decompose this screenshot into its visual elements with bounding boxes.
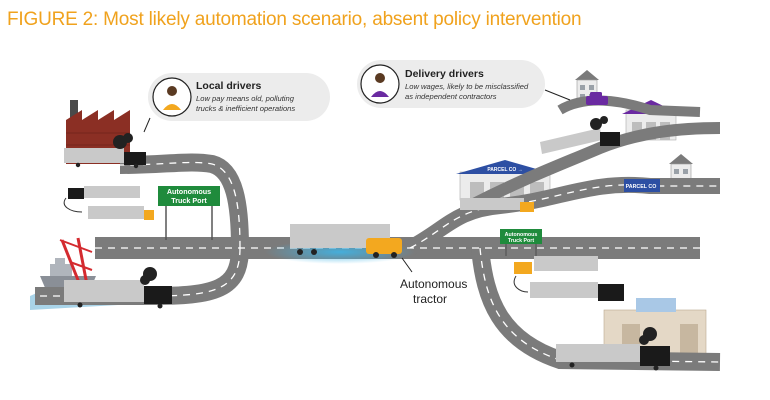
figure-title: FIGURE 2: Most likely automation scenari…	[7, 9, 582, 30]
truck-factory	[64, 133, 146, 169]
truck-right-upper	[514, 256, 598, 274]
truck-parcel	[460, 198, 534, 212]
sign-left-line2: Truck Port	[171, 196, 207, 205]
callout-local-drivers: Local drivers Low pay means old, polluti…	[143, 73, 330, 133]
tractor-label-line1: Autonomous	[400, 277, 467, 291]
truck-upper-delivery	[540, 116, 620, 154]
delivery-drivers-desc-2: as independent contractors	[405, 92, 497, 101]
sign-left-port: Autonomous Truck Port	[158, 186, 220, 240]
truck-warehouse	[556, 327, 670, 371]
sign-right-line2: Truck Port	[508, 238, 534, 244]
local-driver-avatar	[152, 77, 192, 117]
delivery-drivers-desc-1: Low wages, likely to be misclassified	[405, 82, 529, 91]
purple-car	[586, 92, 608, 105]
truck-right-lower	[530, 282, 624, 301]
truck-left-lower	[88, 206, 154, 220]
tractor-label-line2: tractor	[413, 292, 447, 306]
local-drivers-title: Local drivers	[196, 80, 262, 92]
truck-left-upper	[68, 186, 140, 199]
local-drivers-desc-1: Low pay means old, polluting	[196, 94, 295, 103]
sign-right-line1: Autonomous	[505, 232, 538, 238]
tractor-pointer	[401, 257, 413, 273]
callout-delivery-drivers: Delivery drivers Low wages, likely to be…	[357, 60, 571, 108]
local-drivers-desc-2: trucks & inefficient operations	[196, 104, 295, 113]
arrow-left-swap	[63, 197, 83, 213]
arrow-right-swap	[513, 275, 529, 293]
sign-right-port: Autonomous Truck Port	[500, 229, 542, 256]
delivery-driver-avatar	[360, 64, 400, 104]
parcel-building-label: PARCEL CO →	[487, 167, 522, 173]
autonomous-tractor	[290, 224, 402, 258]
delivery-drivers-title: Delivery drivers	[405, 68, 484, 80]
parcel-van-label: PARCEL CO	[626, 184, 657, 190]
truck-port	[64, 267, 172, 309]
sign-left-line1: Autonomous	[167, 187, 211, 196]
parcel-van: PARCEL CO	[624, 179, 660, 192]
